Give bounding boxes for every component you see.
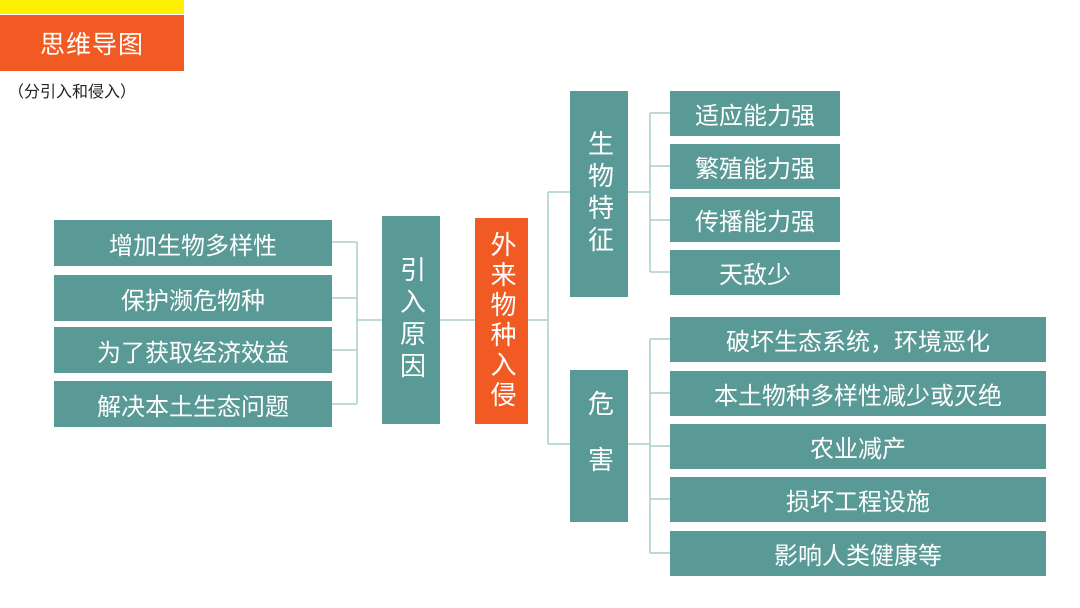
center-node: 外来物种入侵 [475, 218, 528, 424]
harm-item-agriculture: 农业减产 [670, 424, 1046, 469]
harm-node: 危害 [570, 370, 628, 522]
reason-item-ecological-problem: 解决本土生态问题 [54, 381, 332, 427]
trait-item-spread: 传播能力强 [670, 197, 840, 242]
harm-item-ecosystem: 破坏生态系统，环境恶化 [670, 317, 1046, 362]
trait-item-adaptability: 适应能力强 [670, 91, 840, 136]
reason-item-economic-benefit: 为了获取经济效益 [54, 327, 332, 373]
reason-node: 引入原因 [382, 216, 440, 424]
harm-item-biodiversity-loss: 本土物种多样性减少或灭绝 [670, 371, 1046, 416]
page-subtitle: （分引入和侵入） [8, 82, 137, 101]
harm-item-infrastructure: 损坏工程设施 [670, 477, 1046, 522]
traits-node: 生物特征 [570, 91, 628, 297]
trait-item-reproduction: 繁殖能力强 [670, 144, 840, 189]
harm-item-health: 影响人类健康等 [670, 531, 1046, 576]
reason-item-protect-species: 保护濒危物种 [54, 275, 332, 321]
trait-item-few-predators: 天敌少 [670, 250, 840, 295]
title-accent-bar [0, 0, 184, 14]
page-title: 思维导图 [0, 15, 184, 71]
reason-item-biodiversity: 增加生物多样性 [54, 220, 332, 266]
